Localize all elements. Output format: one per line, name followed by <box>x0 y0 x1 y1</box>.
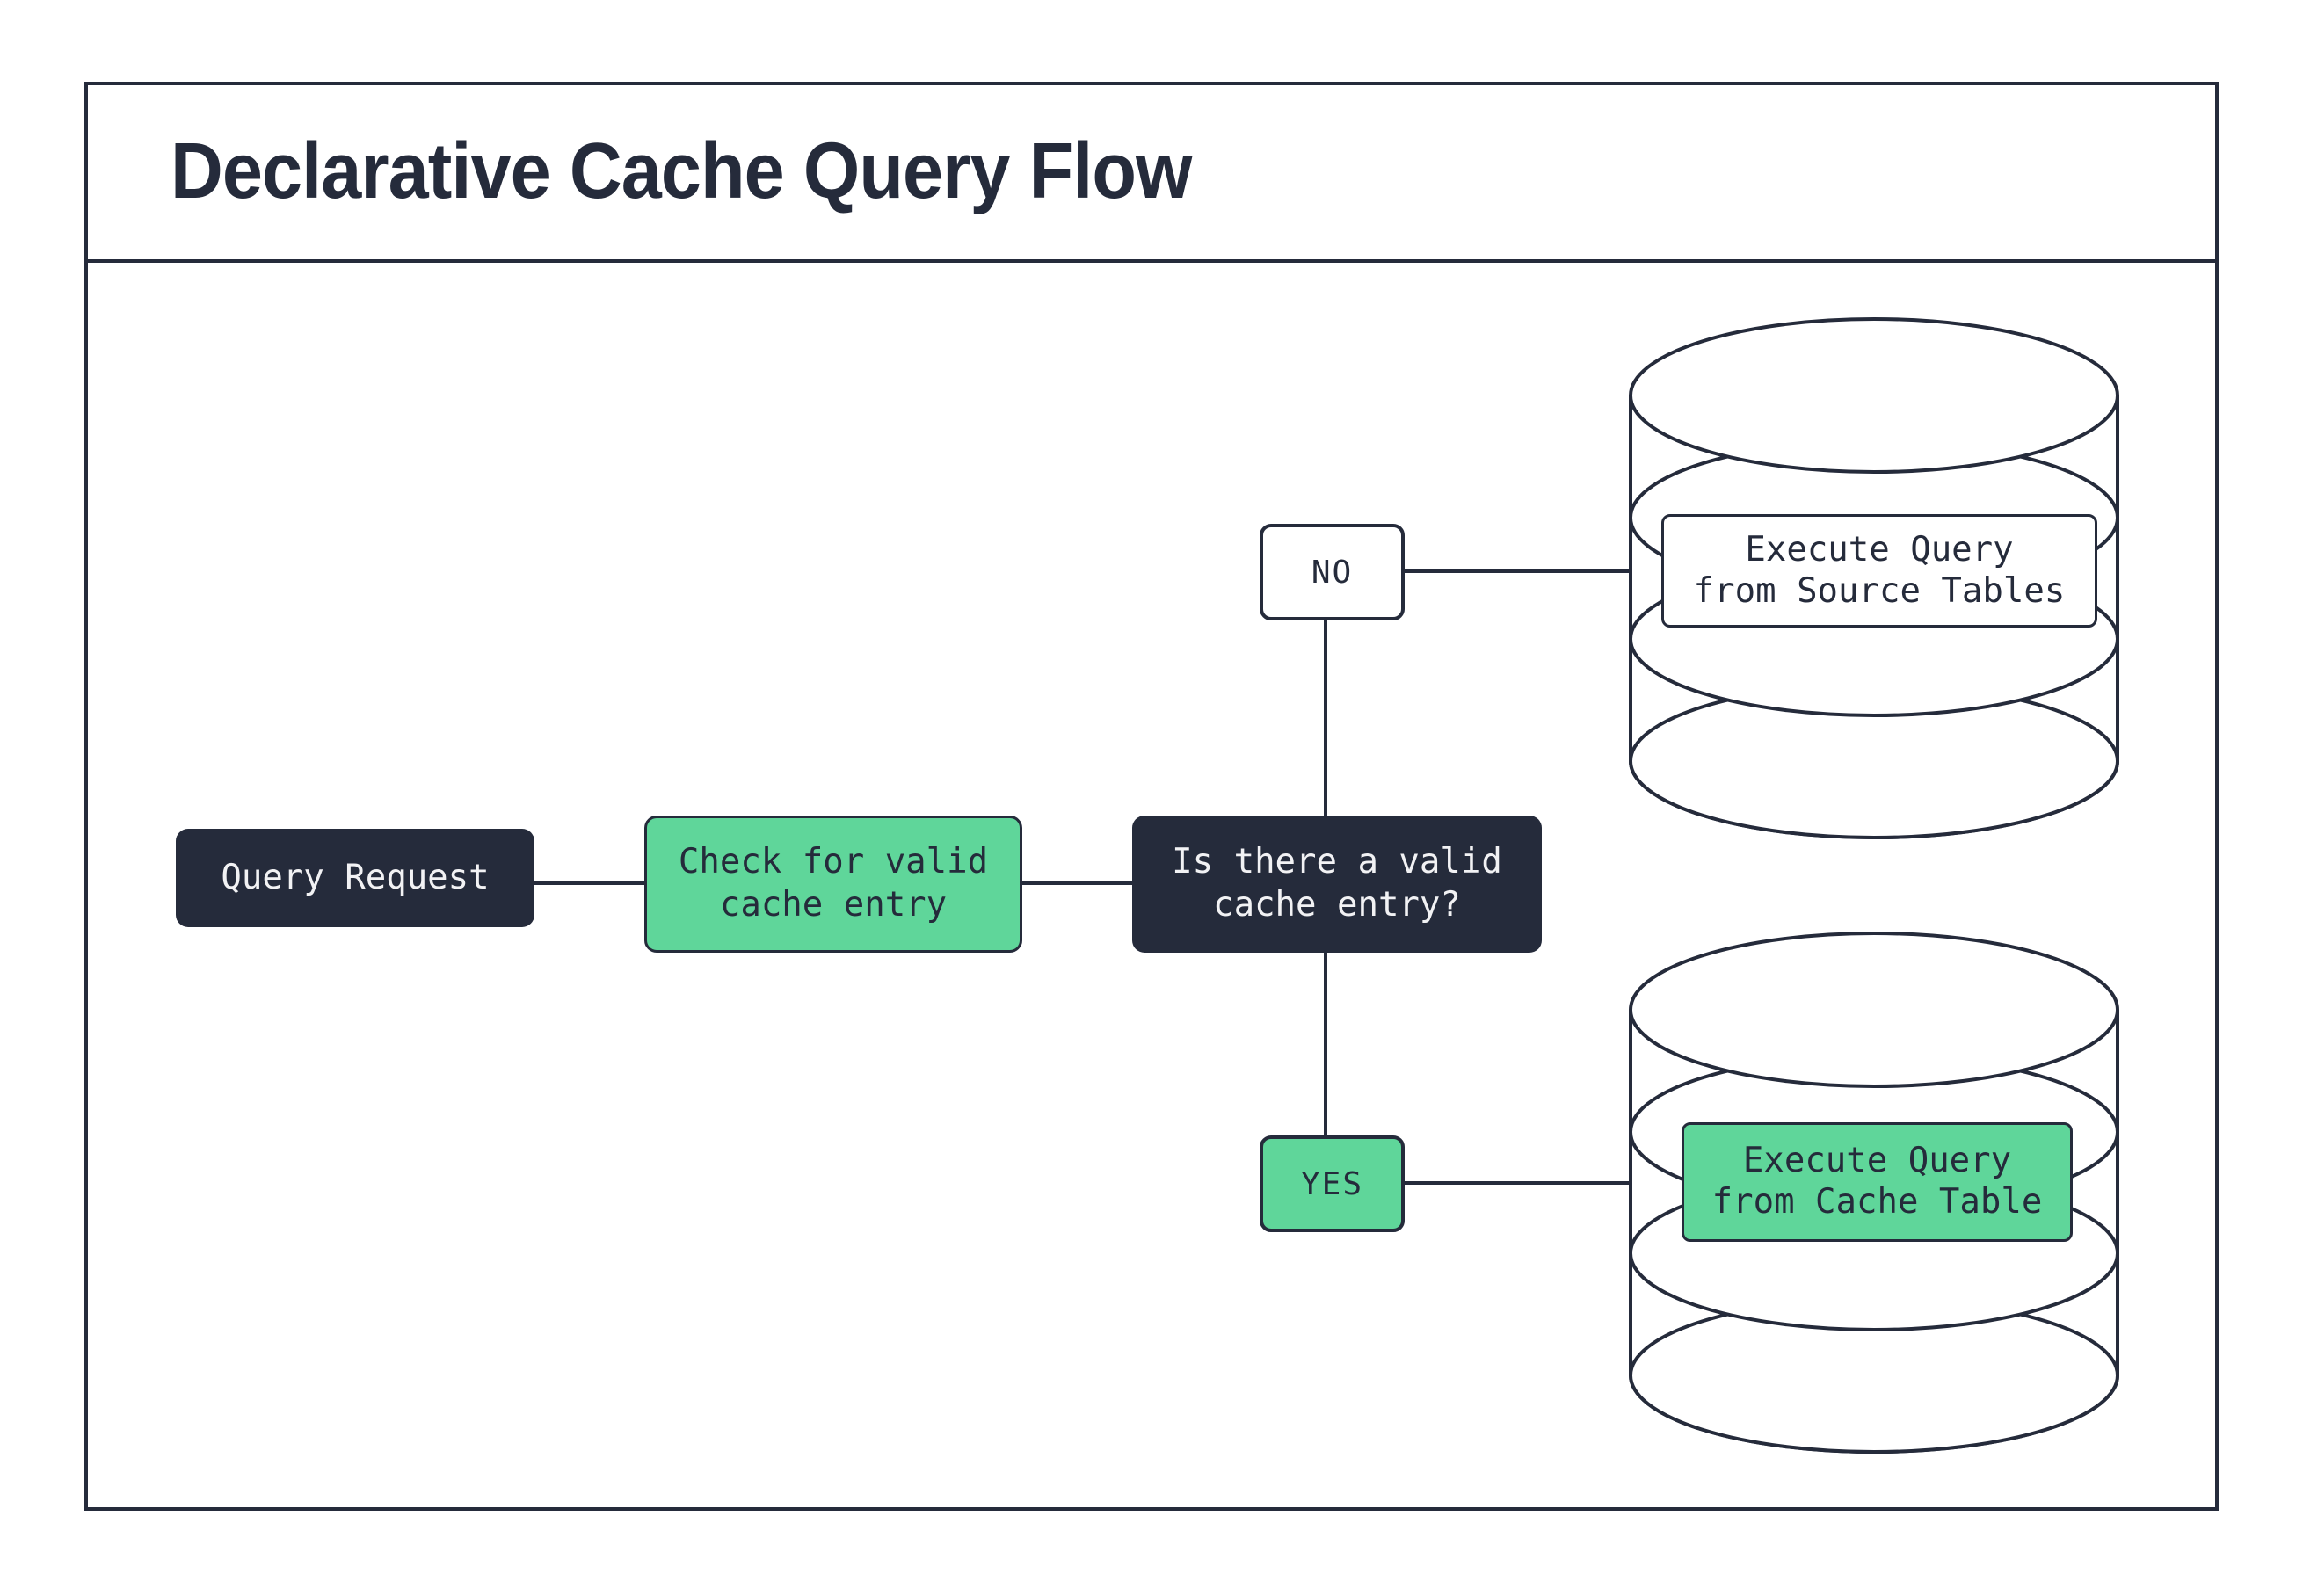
connector-check-to-decision <box>1021 881 1134 885</box>
connector-decision-to-no <box>1324 619 1327 817</box>
no-branch-text: NO <box>1311 554 1354 591</box>
yes-branch-label: YES <box>1260 1135 1405 1232</box>
connector-no-to-source-db <box>1402 569 1666 573</box>
execute-source-label-line1: Execute Query <box>1745 529 2014 569</box>
diagram-frame <box>84 82 2219 1511</box>
connector-query-to-check <box>533 881 646 885</box>
connector-yes-to-cache-db <box>1402 1181 1688 1185</box>
execute-source-label-line2: from Source Tables <box>1693 570 2066 611</box>
execute-cache-label-line1: Execute Query <box>1742 1141 2012 1181</box>
no-branch-label: NO <box>1260 524 1405 620</box>
check-cache-node: Check for valid cache entry <box>644 816 1022 953</box>
title-divider <box>84 259 2219 263</box>
diagram-title: Declarative Cache Query Flow <box>171 127 1192 215</box>
execute-source-node: Execute Query from Source Tables <box>1661 514 2097 628</box>
check-cache-label-line2: cache entry <box>719 885 948 925</box>
execute-cache-label-line2: from Cache Table <box>1711 1182 2043 1222</box>
execute-cache-node: Execute Query from Cache Table <box>1682 1122 2073 1242</box>
decision-label-line1: Is there a valid <box>1172 842 1502 882</box>
connector-decision-to-yes <box>1324 951 1327 1137</box>
query-request-label: Query Request <box>221 857 490 897</box>
source-database-icon <box>1629 317 2119 839</box>
yes-branch-text: YES <box>1300 1165 1364 1202</box>
decision-node: Is there a valid cache entry? <box>1132 816 1542 953</box>
decision-label-line2: cache entry? <box>1213 885 1461 925</box>
check-cache-label-line1: Check for valid <box>678 842 989 882</box>
query-request-node: Query Request <box>176 829 534 927</box>
